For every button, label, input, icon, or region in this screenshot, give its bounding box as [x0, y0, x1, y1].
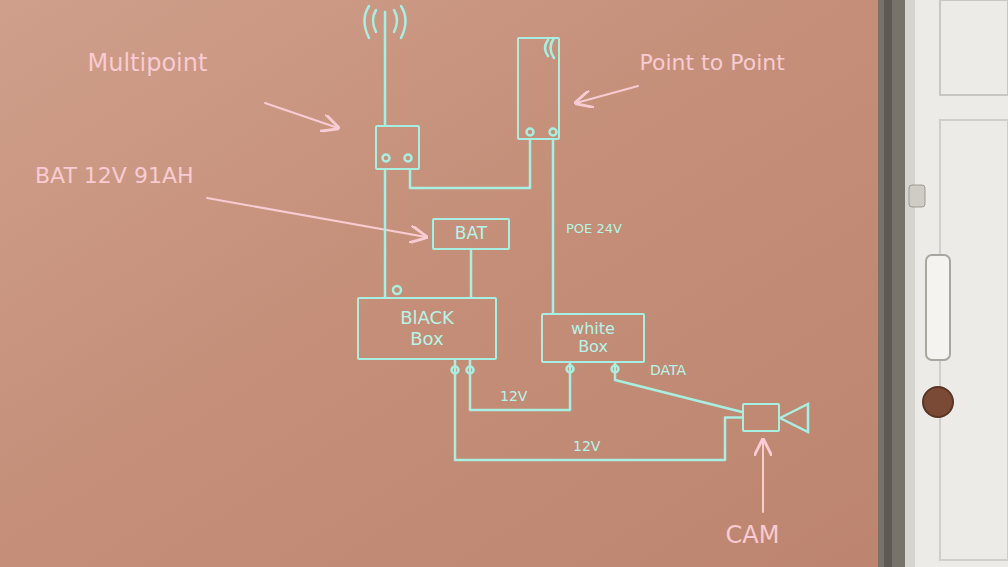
chalk-wire	[384, 170, 387, 297]
wire-label: 12V	[573, 438, 600, 454]
battery-box: BAT	[432, 218, 510, 250]
wire-label: DATA	[650, 362, 686, 378]
door	[905, 0, 1008, 567]
chalk-wire	[470, 360, 570, 410]
chalk-wire	[470, 250, 473, 297]
leader-line	[207, 198, 426, 237]
chalk-devices	[365, 6, 809, 432]
port-dot	[393, 286, 401, 294]
chalk-wire	[455, 360, 742, 460]
door-handle	[926, 255, 950, 360]
camera-lens	[780, 404, 808, 432]
chalk-wire	[615, 363, 742, 412]
wire-label: 12V	[500, 388, 527, 404]
radio-wave	[394, 10, 397, 32]
antenna-mast	[384, 12, 387, 125]
device-label: Point to Point	[640, 50, 679, 75]
door-knob	[923, 387, 953, 417]
device-label: Multipoint	[88, 50, 129, 78]
radio-wave	[401, 6, 406, 38]
door-hinge	[909, 185, 925, 207]
radio-wave	[365, 6, 370, 38]
multipoint-radio: Multipoint	[375, 125, 420, 170]
port-dot	[383, 155, 390, 162]
point-to-point-radio: Point to Point	[517, 37, 560, 140]
box-label: BAT	[455, 224, 487, 244]
white-box: white Box	[541, 313, 645, 363]
port-dot	[527, 129, 534, 136]
device-label: CAM	[726, 522, 760, 550]
port-dot	[550, 129, 557, 136]
radio-wave	[373, 10, 376, 32]
callout-label: BAT 12V 91AH	[35, 163, 194, 188]
leader-line	[762, 440, 764, 512]
radio-wave	[545, 40, 548, 56]
leader-lines	[207, 86, 763, 512]
leader-line	[265, 103, 338, 128]
wire-label: POE 24V	[566, 222, 622, 237]
door-frame	[905, 0, 915, 567]
port-dot	[405, 155, 412, 162]
door-panel	[940, 0, 1008, 95]
wood-board	[0, 0, 884, 567]
radio-wave	[551, 38, 555, 58]
camera-box: CAM	[742, 403, 780, 432]
wall-strip	[878, 0, 908, 567]
chalk-wire	[410, 140, 530, 188]
box-label: white Box	[563, 320, 623, 357]
chalk-wire	[552, 140, 555, 313]
box-label: BlACK Box	[392, 308, 462, 349]
wall-shadow	[884, 0, 892, 567]
black-box: BlACK Box	[357, 297, 497, 360]
leader-line	[576, 86, 638, 103]
